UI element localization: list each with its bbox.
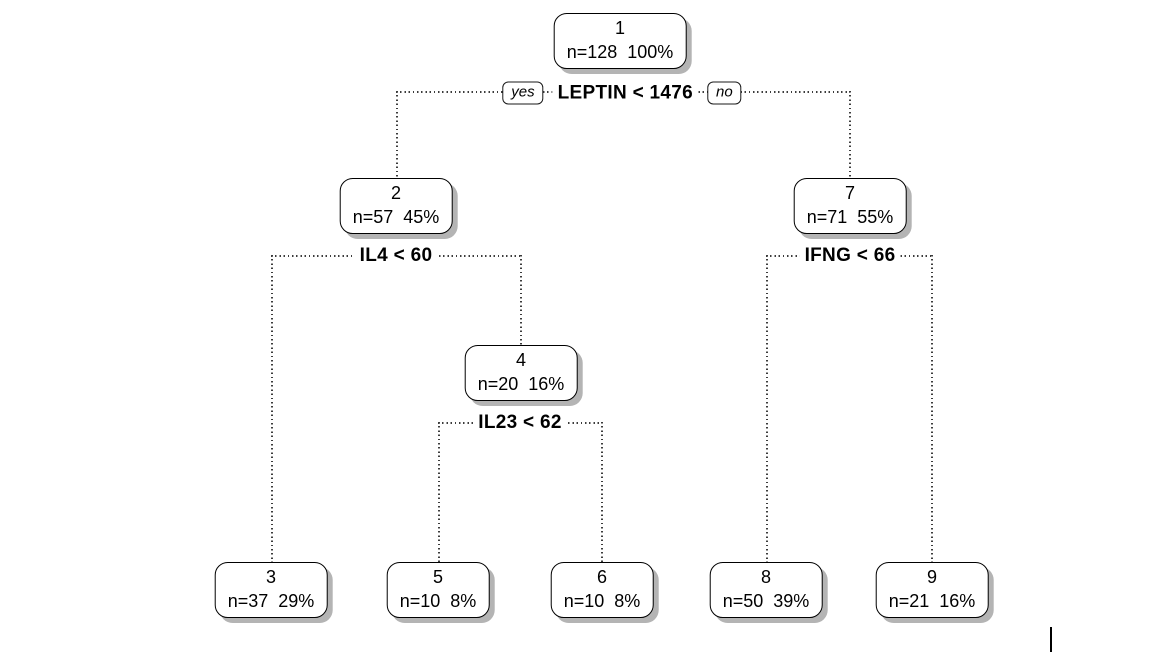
node-id: 1: [614, 18, 625, 38]
tree-node-4: 4 n=20 16%: [464, 345, 578, 401]
node-id: 8: [760, 567, 772, 587]
node-id: 4: [515, 350, 527, 370]
yes-branch-tag: yes: [502, 81, 544, 105]
split-row-node7: IFNG < 66: [799, 245, 901, 267]
branch-vline-to-node3: [271, 255, 273, 565]
split-label-il4: IL4 < 60: [354, 245, 438, 267]
tree-node-7: 7 n=71 55%: [793, 178, 907, 234]
tree-node-9: 9 n=21 16%: [875, 562, 989, 618]
node-stats: n=10 8%: [399, 591, 477, 611]
split-row-root: yes LEPTIN < 1476 no: [502, 81, 742, 105]
node-stats: n=128 100%: [566, 42, 674, 62]
tree-node-6: 6 n=10 8%: [550, 562, 654, 618]
node-stats: n=71 55%: [806, 207, 894, 227]
node-stats: n=50 39%: [722, 591, 810, 611]
branch-vline-to-node8: [766, 255, 768, 565]
tree-node-1: 1 n=128 100%: [553, 13, 687, 69]
node-stats: n=57 45%: [352, 207, 440, 227]
split-label-ifng: IFNG < 66: [799, 245, 901, 267]
split-label-il23: IL23 < 62: [473, 412, 567, 434]
node-stats: n=10 8%: [563, 591, 641, 611]
node-id: 7: [844, 183, 856, 203]
node-id: 2: [390, 183, 402, 203]
branch-vline-to-node2: [396, 91, 398, 179]
branch-vline-to-node4: [520, 255, 522, 347]
tree-node-2: 2 n=57 45%: [339, 178, 453, 234]
split-label-leptin: LEPTIN < 1476: [552, 82, 699, 104]
tree-node-8: 8 n=50 39%: [709, 562, 823, 618]
node-id: 3: [265, 567, 277, 587]
split-row-node2: IL4 < 60: [354, 245, 438, 267]
branch-vline-to-node6: [601, 422, 603, 565]
node-id: 6: [596, 567, 607, 587]
node-stats: n=37 29%: [227, 591, 315, 611]
no-branch-tag: no: [707, 81, 742, 105]
node-id: 5: [432, 567, 443, 587]
split-row-node4: IL23 < 62: [473, 412, 567, 434]
branch-vline-to-node7: [849, 91, 851, 179]
node-stats: n=20 16%: [477, 374, 565, 394]
tree-node-3: 3 n=37 29%: [214, 562, 328, 618]
tree-node-5: 5 n=10 8%: [386, 562, 490, 618]
text-cursor-artifact: [1050, 627, 1052, 652]
branch-vline-to-node9: [931, 255, 933, 565]
branch-vline-to-node5: [438, 422, 440, 565]
node-id: 9: [926, 567, 938, 587]
node-stats: n=21 16%: [888, 591, 976, 611]
